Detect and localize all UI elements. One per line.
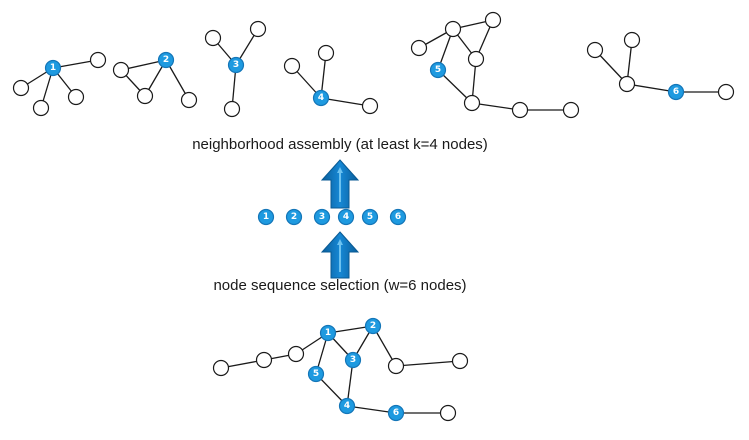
neighborhood-3: 3 [204,20,267,118]
graph-node-2 [364,317,382,335]
neighborhood-5: 5 [410,11,580,119]
sequence-node-5 [361,208,379,226]
sequence-node-3-label: 3 [319,212,325,222]
sequence-node-2 [285,208,303,226]
sequence-node-4-label: 4 [343,212,349,222]
up-arrow-lower [320,231,360,279]
graph-node-3 [344,351,362,369]
neighborhood-1-center-node [44,59,62,77]
graph-node-4-label: 4 [344,401,350,411]
graph-node-5-label: 5 [313,369,319,379]
neighborhood-1: 1 [12,51,107,117]
graph-node-5 [307,365,325,383]
sequence-node-2-label: 2 [291,212,297,222]
graph-node-4 [338,397,356,415]
node-sequence: 1 2 3 4 5 6 [257,208,407,226]
sequence-node-4 [337,208,355,226]
neighborhood-5-center-node [429,61,447,79]
neighborhood-3-center-label: 3 [233,60,239,70]
graph-node-6 [387,404,405,422]
up-arrow-upper [320,159,360,209]
graph-node-2-label: 2 [370,321,376,331]
sequence-node-5-label: 5 [367,212,373,222]
neighborhood-6-center-node [667,83,685,101]
neighborhood-2-center-node [157,51,175,69]
graph-node-6-label: 6 [393,408,399,418]
neighborhood-6-center-label: 6 [673,87,679,97]
neighborhood-5-center-label: 5 [435,65,441,75]
neighborhood-6: 6 [586,31,735,101]
graph-node-3-label: 3 [350,355,356,365]
input-graph: 1 2 3 4 5 6 [212,317,469,422]
neighborhood-3-center-node [227,56,245,74]
neighborhood-2-center-label: 2 [163,55,169,65]
neighborhood-4-center-label: 4 [318,93,324,103]
graph-node-1-label: 1 [325,328,331,338]
neighborhood-assembly-label: neighborhood assembly (at least k=4 node… [192,136,488,153]
sequence-node-3 [313,208,331,226]
node-sequence-selection-label: node sequence selection (w=6 nodes) [213,277,467,294]
sequence-node-1 [257,208,275,226]
neighborhood-4: 4 [283,44,379,115]
sequence-node-6-label: 6 [395,212,401,222]
sequence-node-6 [389,208,407,226]
neighborhood-2: 2 [112,51,198,109]
sequence-node-1-label: 1 [263,212,269,222]
graph-node-1 [319,324,337,342]
neighborhood-1-center-label: 1 [50,63,56,73]
neighborhood-4-center-node [312,89,330,107]
